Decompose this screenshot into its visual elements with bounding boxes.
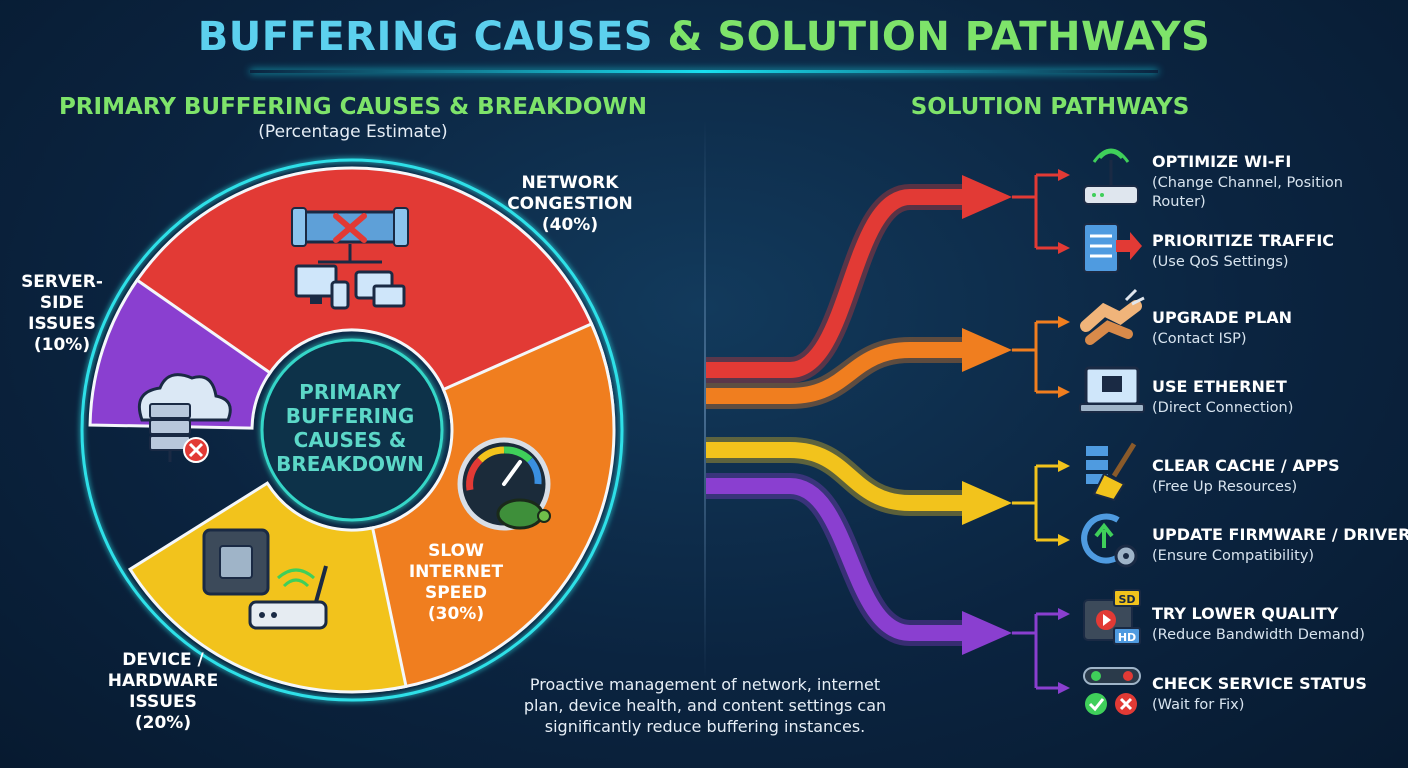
devices-icon — [294, 264, 406, 310]
speedometer-turtle-icon — [457, 437, 551, 531]
solution-desc: (Wait for Fix) — [1152, 697, 1245, 713]
title-part-1: BUFFERING CAUSES — [197, 14, 654, 60]
outer-ring — [80, 158, 624, 702]
solution-title: CLEAR CACHE / APPS — [1152, 456, 1340, 475]
slow-speed-label: SLOW INTERNET SPEED (30%) — [408, 541, 504, 624]
solution-title: UPGRADE PLAN — [1152, 308, 1293, 327]
title-underline — [250, 70, 1158, 73]
branch-server — [1012, 612, 1060, 690]
broom-icon — [1086, 442, 1137, 502]
solution-branches — [1012, 169, 1070, 694]
update-gear-icon — [1081, 513, 1138, 568]
arrowhead-device — [962, 481, 1012, 525]
network-congestion-label: NETWORK CONGESTION (40%) — [507, 173, 633, 235]
flow-slow — [706, 342, 968, 404]
solutions-heading: SOLUTION PATHWAYS — [910, 94, 1190, 120]
branch-tip-device-0 — [1058, 460, 1070, 472]
solution-prioritize-traffic: PRIORITIZE TRAFFIC (Use QoS Settings) — [1080, 225, 1400, 285]
flow-device — [706, 442, 968, 511]
branch-tip-slow-0 — [1058, 316, 1070, 328]
solution-title: CHECK SERVICE STATUS — [1152, 674, 1367, 693]
flow-network — [706, 189, 968, 378]
solution-arrows — [706, 175, 1012, 655]
wifi-router-icon — [1083, 148, 1139, 205]
branch-tip-server-1 — [1058, 682, 1070, 694]
branch-tip-network-1 — [1058, 242, 1070, 254]
solution-title: PRIORITIZE TRAFFIC — [1152, 231, 1335, 250]
solution-desc: (Change Channel, Position Router) — [1152, 175, 1343, 210]
solution-lower-quality: TRY LOWER QUALITY (Reduce Bandwidth Dema… — [1080, 598, 1400, 658]
traffic-priority-icon — [1083, 223, 1142, 273]
arrowhead-server — [962, 611, 1012, 655]
solution-title: TRY LOWER QUALITY — [1152, 604, 1339, 623]
solution-desc: (Use QoS Settings) — [1152, 254, 1289, 270]
solution-title: UPDATE FIRMWARE / DRIVERS — [1152, 525, 1408, 544]
sd-badge: SD — [1118, 593, 1135, 606]
causes-heading: PRIMARY BUFFERING CAUSES & BREAKDOWN — [58, 94, 648, 120]
branch-slow — [1012, 320, 1060, 394]
center-label: PRIMARY BUFFERING CAUSES & BREAKDOWN — [276, 380, 424, 476]
causes-subheading: (Percentage Estimate) — [258, 122, 448, 142]
device-hardware-label: DEVICE / HARDWARE ISSUES (20%) — [107, 650, 219, 733]
video-quality-icon: SD HD — [1083, 589, 1141, 645]
solution-update-firmware: UPDATE FIRMWARE / DRIVERS (Ensure Compat… — [1080, 519, 1408, 579]
solution-use-ethernet: USE ETHERNET (Direct Connection) — [1080, 371, 1400, 431]
solution-desc: (Direct Connection) — [1152, 400, 1294, 416]
solution-optimize-wifi: OPTIMIZE WI-FI (Change Channel, Position… — [1080, 146, 1400, 210]
status-check-icon — [1083, 667, 1141, 715]
solution-desc: (Free Up Resources) — [1152, 479, 1298, 495]
chip-router-icon — [202, 528, 328, 630]
branch-tip-slow-1 — [1058, 386, 1070, 398]
page-title: BUFFERING CAUSES & SOLUTION PATHWAYS — [0, 14, 1408, 60]
title-part-2: & SOLUTION PATHWAYS — [667, 14, 1211, 60]
branch-tip-server-0 — [1058, 608, 1070, 620]
handshake-icon — [1080, 288, 1145, 345]
arrowhead-network — [962, 175, 1012, 219]
solution-desc: (Reduce Bandwidth Demand) — [1152, 627, 1365, 643]
solution-title: OPTIMIZE WI-FI — [1152, 152, 1292, 171]
branch-device — [1012, 464, 1060, 542]
panel-divider — [704, 120, 706, 680]
center-circle — [260, 338, 444, 522]
branch-network — [1012, 173, 1060, 250]
branch-tip-network-0 — [1058, 169, 1070, 181]
hd-badge: HD — [1118, 631, 1136, 644]
pipe-blocked-icon — [291, 207, 409, 264]
slice-server — [88, 278, 273, 430]
server-cloud-icon — [137, 373, 232, 463]
ethernet-icon — [1079, 366, 1145, 413]
footnote: Proactive management of network, interne… — [523, 675, 887, 736]
server-side-label: SERVER- SIDE ISSUES (10%) — [21, 272, 103, 355]
solution-desc: (Contact ISP) — [1152, 331, 1247, 347]
branch-tip-device-1 — [1058, 534, 1070, 546]
solution-desc: (Ensure Compatibility) — [1152, 548, 1315, 564]
arrowhead-slow — [962, 328, 1012, 372]
donut-slices — [88, 166, 616, 694]
solution-clear-cache: CLEAR CACHE / APPS (Free Up Resources) — [1080, 450, 1400, 510]
solution-title: USE ETHERNET — [1152, 377, 1287, 396]
solution-upgrade-plan: UPGRADE PLAN (Contact ISP) — [1080, 302, 1400, 362]
flow-server — [706, 478, 968, 641]
solution-check-status: CHECK SERVICE STATUS (Wait for Fix) — [1080, 668, 1400, 728]
